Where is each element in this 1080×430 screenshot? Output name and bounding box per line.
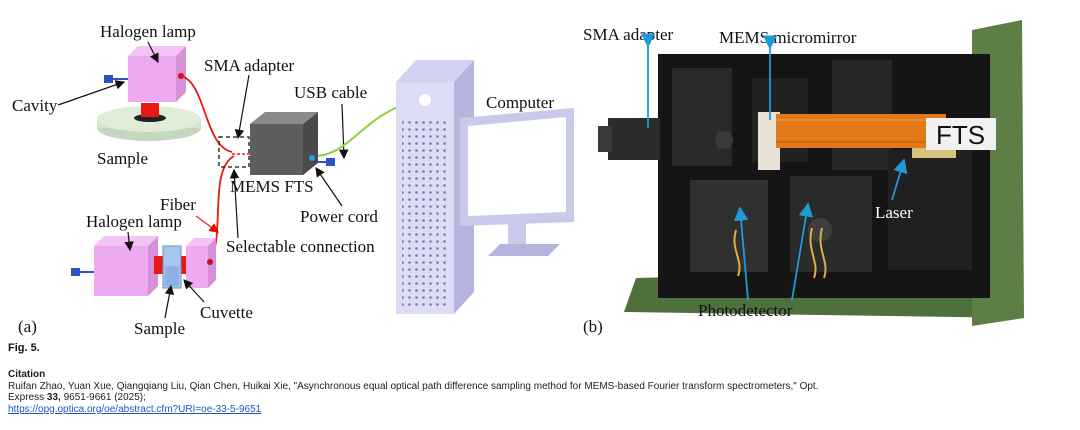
usb-cable-label: USB cable <box>294 83 367 102</box>
halogen-lamp-receiver-icon <box>186 238 216 288</box>
panel-b-photo: FTS SMA adapter MEMS micromirror Laser P… <box>583 20 1024 336</box>
mems-fts-label: MEMS FTS <box>230 177 314 196</box>
selectable-connection-box <box>218 136 250 168</box>
power-cord-label: Power cord <box>300 207 378 226</box>
citation-journal-line: Express 33, 9651-9661 (2025); <box>8 392 1068 404</box>
computer-tower-icon <box>396 60 474 314</box>
computer-monitor-icon <box>460 108 574 256</box>
sample-stage-top <box>97 103 201 141</box>
halogen-lamp-bottom-label: Halogen lamp <box>86 212 182 231</box>
sample-top-label: Sample <box>97 149 148 168</box>
selectable-connection-label: Selectable connection <box>226 237 375 256</box>
citation-authors-title: Ruifan Zhao, Yuan Xue, Qiangqiang Liu, Q… <box>8 380 819 392</box>
citation-block: Citation Ruifan Zhao, Yuan Xue, Qiangqia… <box>8 369 1068 415</box>
laser-label: Laser <box>875 203 913 222</box>
fts-device-photo: FTS <box>598 20 1024 326</box>
mems-fts-icon <box>250 112 318 175</box>
photodetector-label: Photodetector <box>698 301 793 320</box>
power-plug-icon <box>326 158 335 166</box>
fiber-top <box>180 75 233 153</box>
citation-doi-link[interactable]: https://opg.optica.org/oe/abstract.cfm?U… <box>8 403 262 415</box>
panel-b-label: (b) <box>583 317 603 336</box>
cavity-label: Cavity <box>12 96 58 115</box>
fts-sticker-text: FTS <box>936 120 985 150</box>
cuvette-icon <box>162 245 182 289</box>
sma-adapter-photo-label: SMA adapter <box>583 25 674 44</box>
fiber-label: Fiber <box>160 195 196 214</box>
halogen-lamp-top-icon <box>104 46 186 102</box>
citation-heading: Citation <box>8 369 46 380</box>
citation-journal: Express <box>8 392 45 403</box>
citation-pages: 9651-9661 (2025); <box>63 392 146 403</box>
citation-volume: 33, <box>46 392 61 403</box>
sample-bottom-label: Sample <box>134 319 185 338</box>
sma-adapter-label: SMA adapter <box>204 56 295 75</box>
figure-5: Halogen lamp Cavity Sample SMA adapter U… <box>12 20 1024 338</box>
cuvette-label: Cuvette <box>200 303 253 322</box>
figure-caption-label: Fig. 5. <box>8 342 40 354</box>
panel-a-schematic: Halogen lamp Cavity Sample SMA adapter U… <box>12 22 574 338</box>
computer-label: Computer <box>486 93 554 112</box>
mems-micromirror-label: MEMS micromirror <box>719 28 857 47</box>
usb-cable <box>317 103 405 157</box>
panel-a-label: (a) <box>18 317 37 336</box>
halogen-lamp-top-label: Halogen lamp <box>100 22 196 41</box>
